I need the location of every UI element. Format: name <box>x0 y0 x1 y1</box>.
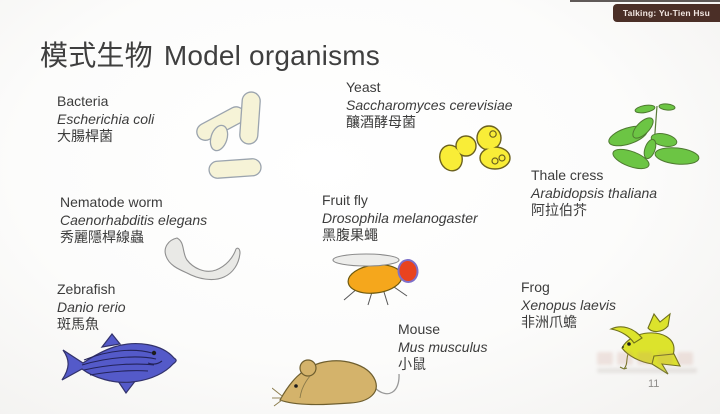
yeast-icon <box>439 125 511 172</box>
mouse-icon <box>272 359 400 407</box>
latin-name: Arabidopsis thaliana <box>531 184 658 201</box>
chinese-name: 釀酒酵母菌 <box>346 114 416 130</box>
common-name: Thale cress <box>531 167 604 183</box>
fruit-fly-icon <box>332 253 419 306</box>
organism-label-bacteria: Bacteria Escherichia coli 大腸桿菌 <box>57 93 154 146</box>
common-name: Nematode worm <box>60 194 163 210</box>
organism-label-thale-cress: Thale cress Arabidopsis thaliana 阿拉伯芥 <box>531 167 657 220</box>
speaker-badge: Talking: Yu-Tien Hsu <box>612 4 720 22</box>
page-title: 模式生物 Model organisms <box>40 34 380 74</box>
chinese-name: 秀麗隱桿線蟲 <box>60 229 144 245</box>
bacteria-icon <box>196 91 262 179</box>
screen-top-edge <box>570 0 720 2</box>
organism-label-mouse: Mouse Mus musculus 小鼠 <box>398 321 487 374</box>
page-title-en: Model organisms <box>163 40 381 71</box>
latin-name: Mus musculus <box>398 338 488 355</box>
chinese-name: 小鼠 <box>398 356 426 372</box>
nematode-worm-icon <box>164 237 241 281</box>
common-name: Zebrafish <box>57 281 116 297</box>
latin-name: Drosophila melanogaster <box>322 209 478 226</box>
chinese-name: 斑馬魚 <box>57 316 99 332</box>
organism-label-zebrafish: Zebrafish Danio rerio 斑馬魚 <box>57 281 125 334</box>
latin-name: Escherichia coli <box>57 110 155 127</box>
common-name: Frog <box>521 279 550 295</box>
latin-name: Xenopus laevis <box>521 296 616 313</box>
common-name: Mouse <box>398 321 441 337</box>
chinese-name: 阿拉伯芥 <box>531 202 587 218</box>
common-name: Bacteria <box>57 93 109 109</box>
watermark <box>597 352 713 373</box>
organism-label-frog: Frog Xenopus laevis 非洲爪蟾 <box>521 279 616 332</box>
organism-label-fruit-fly: Fruit fly Drosophila melanogaster 黑腹果蠅 <box>322 192 478 245</box>
latin-name: Saccharomyces cerevisiae <box>346 96 513 113</box>
common-name: Fruit fly <box>322 192 368 208</box>
page-title-zh: 模式生物 <box>40 40 153 71</box>
chinese-name: 黑腹果蠅 <box>322 227 378 243</box>
latin-name: Caenorhabditis elegans <box>60 211 208 228</box>
latin-name: Danio rerio <box>57 298 126 315</box>
chinese-name: 大腸桿菌 <box>57 128 113 144</box>
chinese-name: 非洲爪蟾 <box>521 314 577 330</box>
frog-icon <box>609 312 681 375</box>
page-number: 11 <box>648 378 660 390</box>
zebrafish-icon <box>61 333 177 395</box>
thale-cress-icon <box>608 103 700 170</box>
organism-label-yeast: Yeast Saccharomyces cerevisiae 釀酒酵母菌 <box>346 79 513 132</box>
common-name: Yeast <box>346 79 381 95</box>
organism-label-nematode: Nematode worm Caenorhabditis elegans 秀麗隱… <box>60 194 207 247</box>
